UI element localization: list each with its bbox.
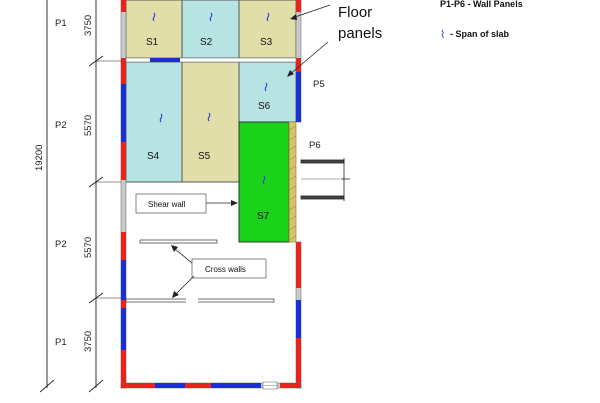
span-marker-icon [209, 12, 213, 22]
wall-panel-red [121, 0, 126, 12]
shear-wall-label: Shear wall [148, 200, 186, 209]
callout-leader [291, 4, 331, 19]
slab-s7 [238, 121, 290, 243]
wall-panel-red [280, 383, 301, 388]
slab-label-s3: S3 [260, 37, 273, 48]
slab-s6 [238, 61, 297, 123]
panel-label-p2-lower: P2 [55, 239, 67, 250]
span-marker-icon [264, 82, 268, 92]
cross-wall-gap [186, 298, 198, 303]
overall-dimension: 19200 [34, 145, 45, 171]
dimension-segment-4: 3750 [83, 331, 94, 352]
wall-panel-red [296, 242, 301, 288]
cross-walls-label: Cross walls [205, 265, 246, 274]
p6-bar [300, 195, 345, 200]
wall-panel-blue [296, 300, 301, 338]
shear-wall-strip [288, 121, 297, 243]
cross-walls-label-box [191, 258, 267, 279]
wall-panel-red [185, 383, 211, 388]
mid-wall-upper [125, 57, 297, 63]
floor-panels-label-line1: Floor [338, 4, 372, 21]
wall-panel-blue [296, 72, 301, 122]
wall-panel-red [121, 142, 126, 180]
callout-leader [174, 248, 193, 264]
panel-label-p5: P5 [313, 79, 325, 90]
wall-panel-blue [121, 308, 126, 350]
wall-panel-blue [121, 84, 126, 142]
dimension-lines [39, 0, 121, 393]
slab-s5 [181, 61, 240, 183]
panel-label-p1-bottom: P1 [55, 337, 67, 348]
dimension-segment-2: 5570 [83, 115, 94, 136]
panel-label-p2-upper: P2 [55, 120, 67, 131]
p6-connection [300, 158, 350, 201]
callout-leader [288, 41, 329, 76]
cross-wall [139, 239, 218, 244]
wall-panel-red [296, 338, 301, 388]
legend: P1-P6 - Wall Panels ⌇ - Span of slab [440, 0, 523, 41]
slab-grid [125, 0, 297, 243]
wall-panel-blue [150, 58, 180, 62]
slab-s2 [181, 0, 240, 59]
callout-leader [175, 275, 195, 295]
wall-panel-red [121, 300, 126, 308]
shear-wall-callout: Shear wall [135, 193, 238, 214]
panel-label-p6: P6 [309, 140, 321, 151]
wall-panel-red [296, 58, 301, 72]
span-marker-icon [207, 112, 211, 122]
p6-bar [300, 159, 345, 164]
legend-wall-panels: P1-P6 - Wall Panels [440, 0, 523, 9]
slab-label-s5: S5 [198, 151, 211, 162]
arrowhead-icon [171, 245, 178, 252]
slab-s3 [238, 0, 297, 59]
wall-panel-red [121, 58, 126, 84]
span-marker-icon [159, 113, 163, 123]
slab-label-s4: S4 [147, 151, 160, 162]
wall-panel-blue [211, 383, 261, 388]
span-marker-icon [152, 12, 156, 22]
dimension-segment-1: 3750 [83, 15, 94, 36]
slab-label-s1: S1 [146, 37, 159, 48]
wall-panel-blue [121, 260, 126, 300]
arrowhead-icon [172, 291, 179, 298]
cross-walls [125, 239, 275, 303]
slab-label-s7: S7 [257, 211, 270, 222]
wall-panel-red [296, 0, 301, 12]
arrowhead-icon [290, 14, 297, 20]
wall-panel-red [121, 232, 126, 260]
floor-panels-label-line2: panels [338, 25, 382, 42]
span-markers [152, 12, 270, 185]
shear-wall-label-box [135, 193, 207, 214]
wall-panel-red [121, 350, 126, 388]
slab-s4 [125, 61, 183, 183]
legend-span-of-slab: - Span of slab [450, 29, 510, 39]
span-marker-icon [262, 175, 266, 185]
dimension-segment-3: 5570 [83, 237, 94, 258]
wall-panel-blue [155, 383, 185, 388]
arrowhead-icon [287, 70, 294, 77]
slab-label-s2: S2 [200, 37, 213, 48]
slab-label-s6: S6 [258, 101, 271, 112]
cross-walls-callout: Cross walls [171, 245, 267, 298]
span-marker-icon [266, 12, 270, 22]
legend-span-marker-icon: ⌇ [440, 28, 445, 41]
wall-panel-red [121, 383, 155, 388]
building-walls [120, 0, 302, 390]
cross-wall [125, 298, 275, 303]
slab-s1 [125, 0, 183, 59]
panel-label-p1-top: P1 [55, 18, 67, 29]
shear-wall-hatch [288, 125, 297, 241]
floor-panels-callout: Floor panels [287, 4, 382, 77]
arrowhead-icon [231, 200, 238, 206]
